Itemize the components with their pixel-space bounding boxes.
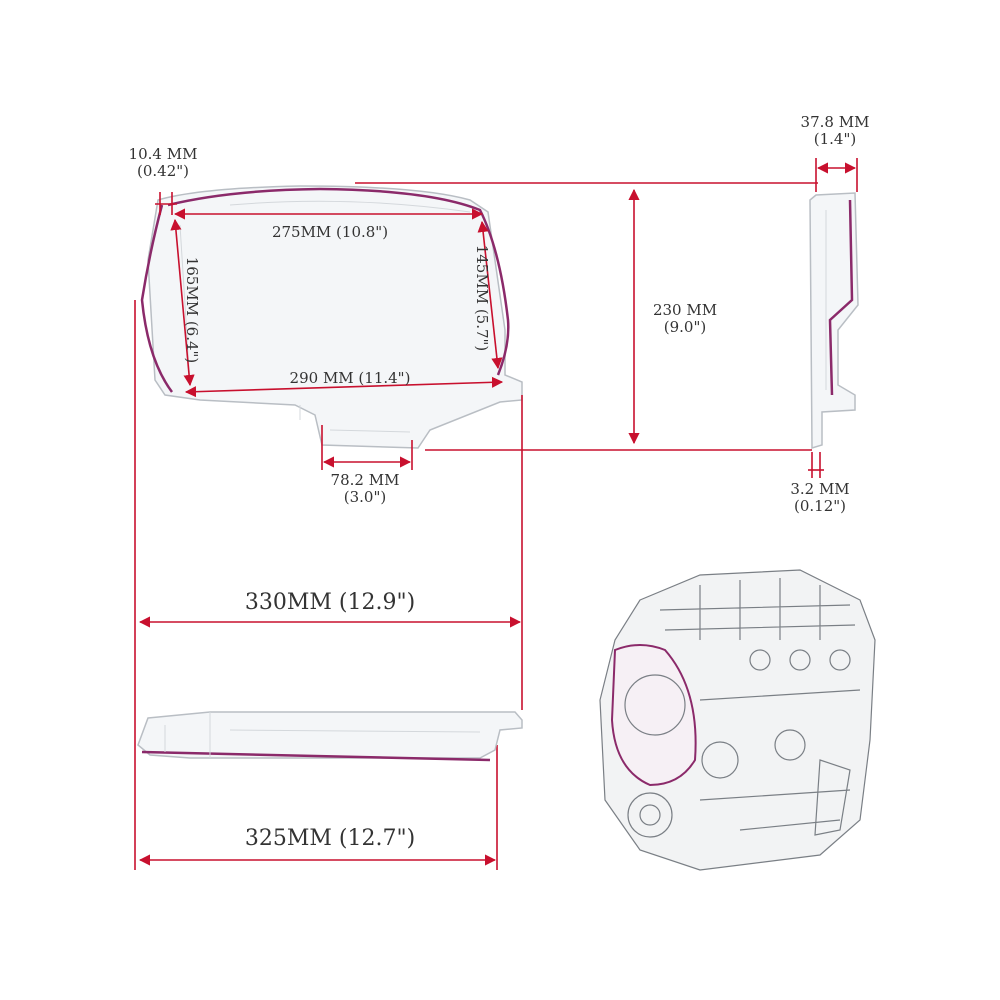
- overall-width-label: 330MM (12.9"): [244, 590, 416, 615]
- side-thickness-label: 3.2 MM (0.12"): [775, 480, 865, 516]
- flange-width-inch: (0.42"): [136, 162, 189, 181]
- side-thickness-inch: (0.12"): [793, 497, 846, 516]
- bottom-width-label: 290 MM (11.4"): [289, 369, 411, 387]
- side-depth-inch: (1.4"): [813, 130, 857, 149]
- side-view-cover: [809, 192, 859, 450]
- side-thickness-mm: 3.2 MM: [790, 480, 850, 498]
- notch-width-label: 78.2 MM (3.0"): [320, 471, 410, 507]
- right-height-label: 145MM (5.7"): [473, 244, 491, 352]
- flange-width-label: 10.4 MM (0.42"): [118, 145, 208, 181]
- side-depth-mm: 37.8 MM: [800, 113, 870, 131]
- front-view-dimension-lines: [155, 192, 504, 470]
- notch-width-inch: (3.0"): [343, 488, 387, 507]
- total-height-dimension: [355, 182, 818, 451]
- overall-width-dimension: [134, 300, 523, 870]
- left-height-label: 165MM (6.4"): [183, 256, 201, 364]
- bottom-view-cover: [137, 711, 523, 762]
- flange-width-mm: 10.4 MM: [128, 145, 198, 163]
- top-width-label: 275MM (10.8"): [271, 223, 389, 241]
- engine-illustration: [599, 569, 876, 871]
- base-width-label: 325MM (12.7"): [244, 826, 416, 851]
- side-depth-label: 37.8 MM (1.4"): [790, 113, 880, 149]
- notch-width-mm: 78.2 MM: [330, 471, 400, 489]
- total-height-inch: (9.0"): [663, 318, 707, 337]
- total-height-label: 230 MM (9.0"): [640, 301, 730, 337]
- side-view-dimension-lines: [808, 158, 858, 478]
- total-height-mm: 230 MM: [652, 301, 718, 319]
